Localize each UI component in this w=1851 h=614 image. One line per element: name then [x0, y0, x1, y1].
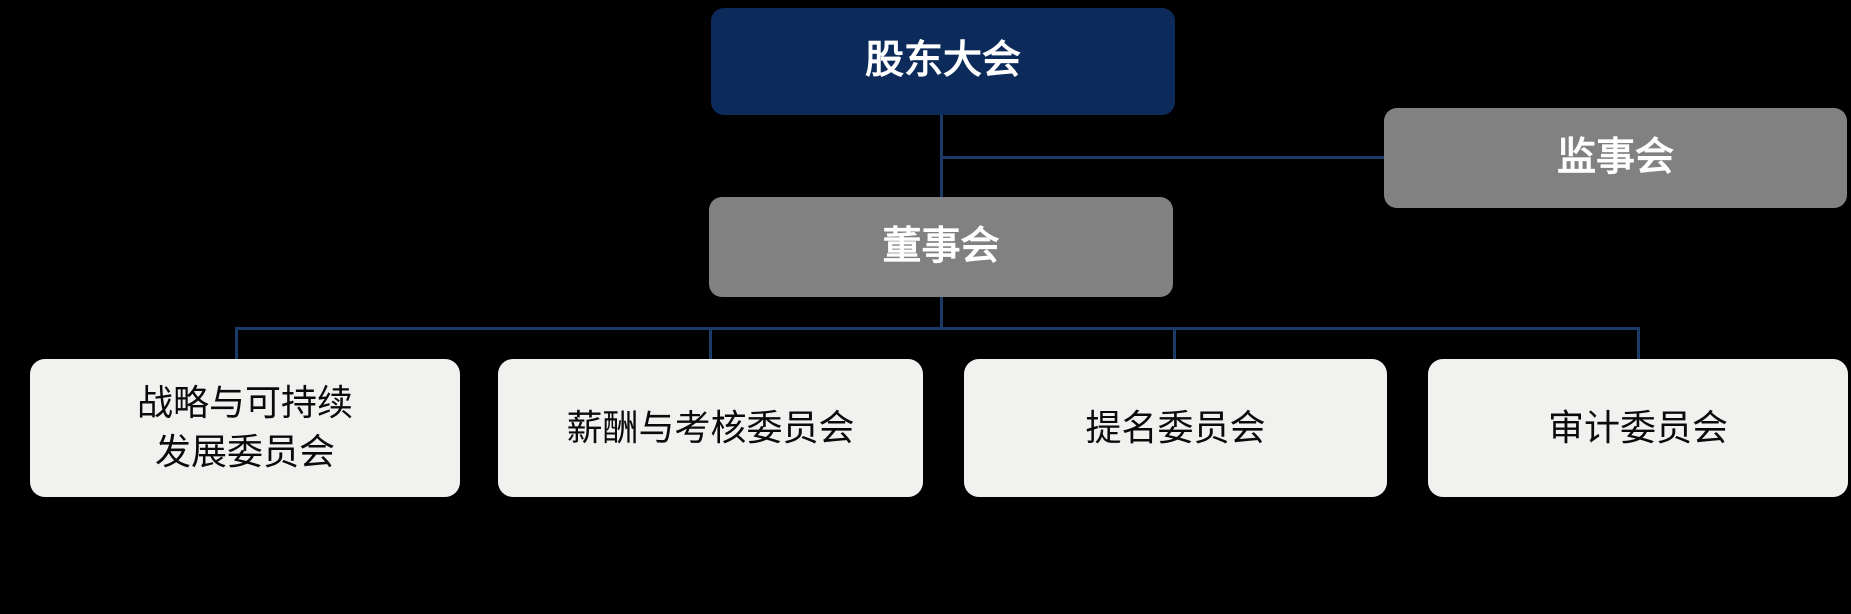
- connector-drop-audit-committee: [1637, 327, 1640, 360]
- node-board-of-directors: 董事会: [709, 197, 1173, 297]
- connector-branch-to-supervisory: [941, 156, 1384, 159]
- connector-drop-strategy-committee: [235, 327, 238, 360]
- node-remuneration-appraisal-committee: 薪酬与考核委员会: [498, 359, 923, 497]
- node-audit-committee: 审计委员会: [1428, 359, 1848, 497]
- connector-drop-nomination-committee: [1173, 327, 1176, 360]
- node-nomination-committee: 提名委员会: [964, 359, 1387, 497]
- connector-committees-crossbar: [235, 327, 1640, 330]
- node-strategy-sustainability-committee: 战略与可持续 发展委员会: [30, 359, 460, 497]
- connector-board-to-committees-stem: [940, 297, 943, 330]
- node-shareholders-meeting: 股东大会: [711, 8, 1175, 115]
- node-supervisory-board: 监事会: [1384, 108, 1847, 208]
- connector-drop-remuneration-committee: [709, 327, 712, 360]
